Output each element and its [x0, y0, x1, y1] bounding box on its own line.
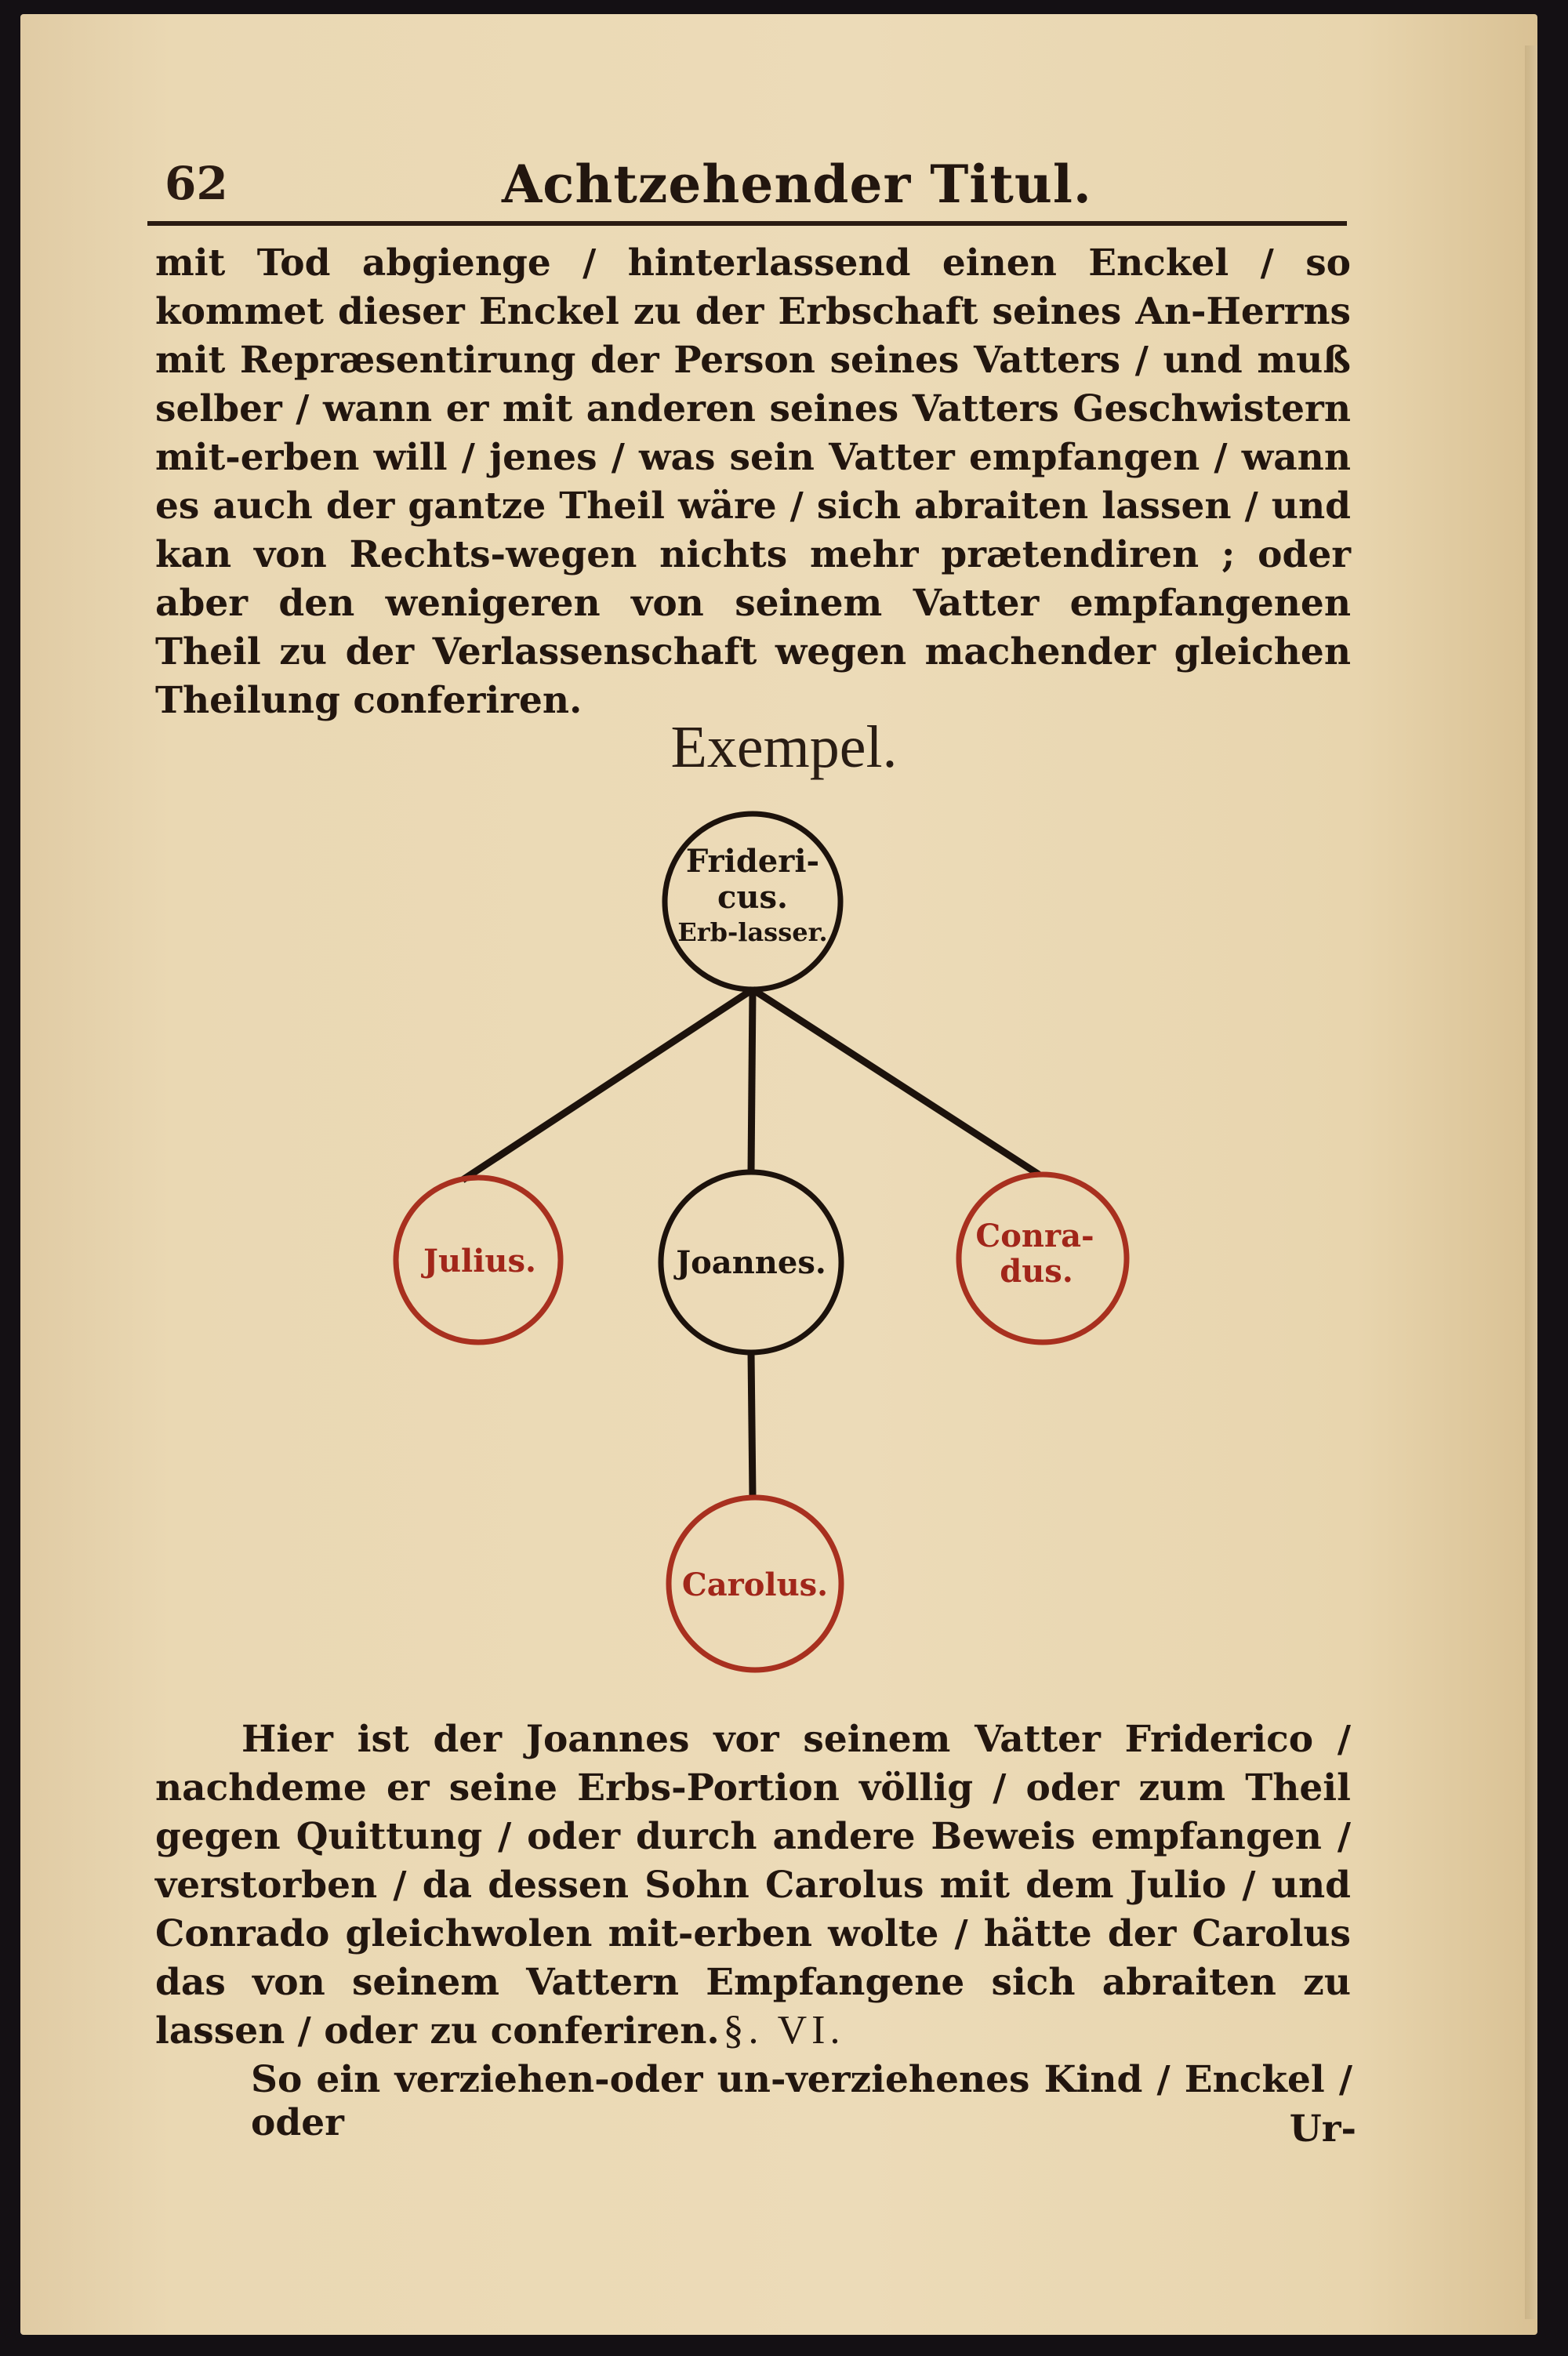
running-head: 62 Achtzehender Titul. — [165, 154, 1348, 220]
catchword: Ur- — [1289, 2107, 1356, 2151]
node-joannes: Joannes. — [658, 1169, 844, 1356]
node-conradus: Conra- dus. — [956, 1171, 1130, 1345]
page-edge — [1525, 45, 1537, 2319]
node-fridericus-line1: Frideri- — [686, 843, 819, 880]
node-julius-label: Julius. — [421, 1243, 536, 1280]
edge-fridericus-julius — [460, 986, 755, 1183]
node-fridericus: Frideri- cus. Erb-lasser. — [662, 811, 844, 993]
page-number: 62 — [165, 157, 228, 210]
node-conradus-line2: dus. — [1000, 1253, 1073, 1290]
node-fridericus-line3: Erb-lasser. — [677, 917, 827, 947]
example-heading: Exempel. — [670, 714, 898, 780]
node-julius: Julius. — [393, 1174, 564, 1345]
edge-joannes-carolus — [747, 1352, 757, 1498]
node-joannes-label: Joannes. — [673, 1244, 826, 1281]
section-mark: §. VI. — [723, 2008, 845, 2053]
bottom-paragraph: Hier ist der Joannes vor seinem Vatter F… — [155, 1718, 1351, 2053]
running-title: Achtzehender Titul. — [502, 154, 1092, 215]
node-carolus: Carolus. — [666, 1494, 844, 1673]
node-fridericus-line2: cus. — [717, 879, 788, 916]
edge-fridericus-joannes — [747, 989, 757, 1173]
node-carolus-label: Carolus. — [682, 1566, 828, 1603]
closing-line: So ein verziehen-oder un-verziehenes Kin… — [251, 2058, 1352, 2144]
node-conradus-line1: Conra- — [975, 1218, 1094, 1254]
edge-fridericus-conradus — [750, 986, 1041, 1178]
header-rule — [147, 221, 1347, 226]
top-paragraph: mit Tod abgienge / hinterlassend einen E… — [155, 241, 1351, 722]
